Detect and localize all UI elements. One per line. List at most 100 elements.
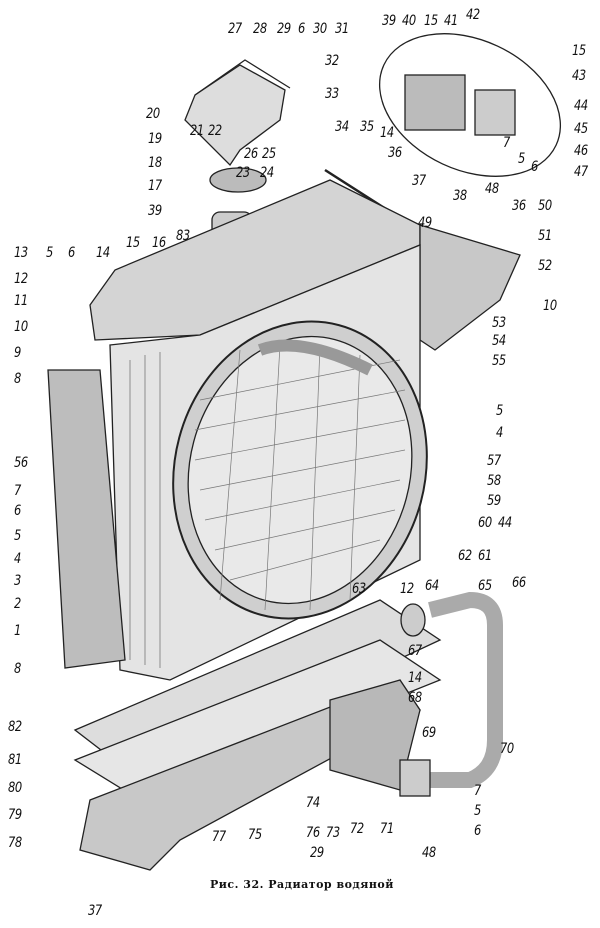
- part-number-label: 24: [260, 165, 274, 181]
- filler-cap-part: [209, 167, 267, 193]
- callout-ellipse: [378, 33, 562, 177]
- part-number-label: 59: [487, 493, 501, 509]
- part-number-label: 13: [14, 245, 28, 261]
- part-number-label: 8: [14, 661, 21, 677]
- part-number-label: 30: [313, 21, 327, 37]
- part-number-label: 64: [425, 578, 439, 594]
- part-number-label: 5: [518, 151, 525, 167]
- part-number-label: 60: [478, 515, 492, 531]
- part-number-label: 54: [492, 333, 506, 349]
- part-number-label: 78: [8, 835, 22, 851]
- part-number-label: 28: [253, 21, 267, 37]
- part-number-label: 29: [277, 21, 291, 37]
- part-number-label: 61: [478, 548, 492, 564]
- part-number-label: 55: [492, 353, 506, 369]
- part-number-label: 14: [408, 670, 422, 686]
- part-number-label: 46: [574, 143, 588, 159]
- part-number-label: 37: [88, 903, 102, 919]
- part-number-label: 9: [14, 345, 21, 361]
- part-number-label: 22: [208, 123, 222, 139]
- part-number-label: 74: [306, 795, 320, 811]
- part-number-label: 5: [474, 803, 481, 819]
- part-number-label: 81: [8, 752, 22, 768]
- valve-assembly-part: [404, 74, 466, 131]
- part-number-label: 58: [487, 473, 501, 489]
- part-number-label: 32: [325, 53, 339, 69]
- part-number-label: 19: [148, 131, 162, 147]
- part-number-label: 42: [466, 7, 480, 23]
- part-number-label: 5: [46, 245, 53, 261]
- part-number-label: 69: [422, 725, 436, 741]
- part-number-label: 72: [350, 821, 364, 837]
- part-number-label: 75: [248, 827, 262, 843]
- part-number-label: 53: [492, 315, 506, 331]
- part-number-label: 62: [458, 548, 472, 564]
- part-number-label: 57: [487, 453, 501, 469]
- part-number-label: 12: [400, 581, 414, 597]
- part-number-label: 6: [298, 21, 305, 37]
- pipe-end-flange-part: [399, 759, 431, 797]
- part-number-label: 18: [148, 155, 162, 171]
- shroud-side-part: [419, 224, 521, 351]
- valve-cover-part: [474, 89, 516, 136]
- part-number-label: 39: [382, 13, 396, 29]
- part-number-label: 56: [14, 455, 28, 471]
- part-number-label: 38: [453, 188, 467, 204]
- part-number-label: 71: [380, 821, 394, 837]
- part-number-label: 1: [14, 623, 21, 639]
- part-number-label: 12: [14, 271, 28, 287]
- bracket-part: [184, 59, 291, 167]
- part-number-label: 5: [14, 528, 21, 544]
- part-number-label: 10: [543, 298, 557, 314]
- part-number-label: 11: [14, 293, 28, 309]
- part-number-label: 33: [325, 86, 339, 102]
- fan-grid: [194, 344, 406, 611]
- part-number-label: 49: [418, 215, 432, 231]
- part-number-label: 17: [148, 178, 162, 194]
- core-grid: [129, 352, 161, 668]
- part-number-label: 65: [478, 578, 492, 594]
- part-number-label: 48: [485, 181, 499, 197]
- part-number-label: 52: [538, 258, 552, 274]
- part-number-label: 40: [402, 13, 416, 29]
- part-number-label: 31: [335, 21, 349, 37]
- part-number-label: 63: [352, 581, 366, 597]
- part-number-label: 44: [498, 515, 512, 531]
- part-number-label: 67: [408, 643, 422, 659]
- part-number-label: 37: [412, 173, 426, 189]
- part-number-label: 23: [236, 165, 250, 181]
- part-number-label: 4: [496, 425, 503, 441]
- lower-gasket-part: [73, 639, 442, 801]
- part-number-label: 36: [388, 145, 402, 161]
- part-number-label: 7: [503, 135, 510, 151]
- part-number-label: 43: [572, 68, 586, 84]
- part-number-label: 82: [8, 719, 22, 735]
- part-number-label: 45: [574, 121, 588, 137]
- part-number-label: 4: [14, 551, 21, 567]
- part-number-label: 6: [68, 245, 75, 261]
- part-number-label: 76: [306, 825, 320, 841]
- part-number-label: 21: [190, 123, 204, 139]
- part-number-label: 3: [14, 573, 21, 589]
- part-number-label: 70: [500, 741, 514, 757]
- part-number-label: 29: [310, 845, 324, 861]
- part-number-label: 83: [176, 228, 190, 244]
- part-number-label: 2: [14, 596, 21, 612]
- part-number-label: 44: [574, 98, 588, 114]
- side-panel-part: [47, 369, 126, 669]
- part-number-label: 39: [148, 203, 162, 219]
- part-number-label: 8: [14, 371, 21, 387]
- part-number-label: 25: [262, 146, 276, 162]
- part-number-label: 35: [360, 119, 374, 135]
- part-number-label: 27: [228, 21, 242, 37]
- part-number-label: 14: [96, 245, 110, 261]
- part-number-label: 14: [380, 125, 394, 141]
- part-number-label: 15: [572, 43, 586, 59]
- part-number-label: 41: [444, 13, 458, 29]
- part-number-label: 51: [538, 228, 552, 244]
- part-number-label: 50: [538, 198, 552, 214]
- part-number-label: 77: [212, 829, 226, 845]
- part-number-label: 15: [126, 235, 140, 251]
- part-number-label: 34: [335, 119, 349, 135]
